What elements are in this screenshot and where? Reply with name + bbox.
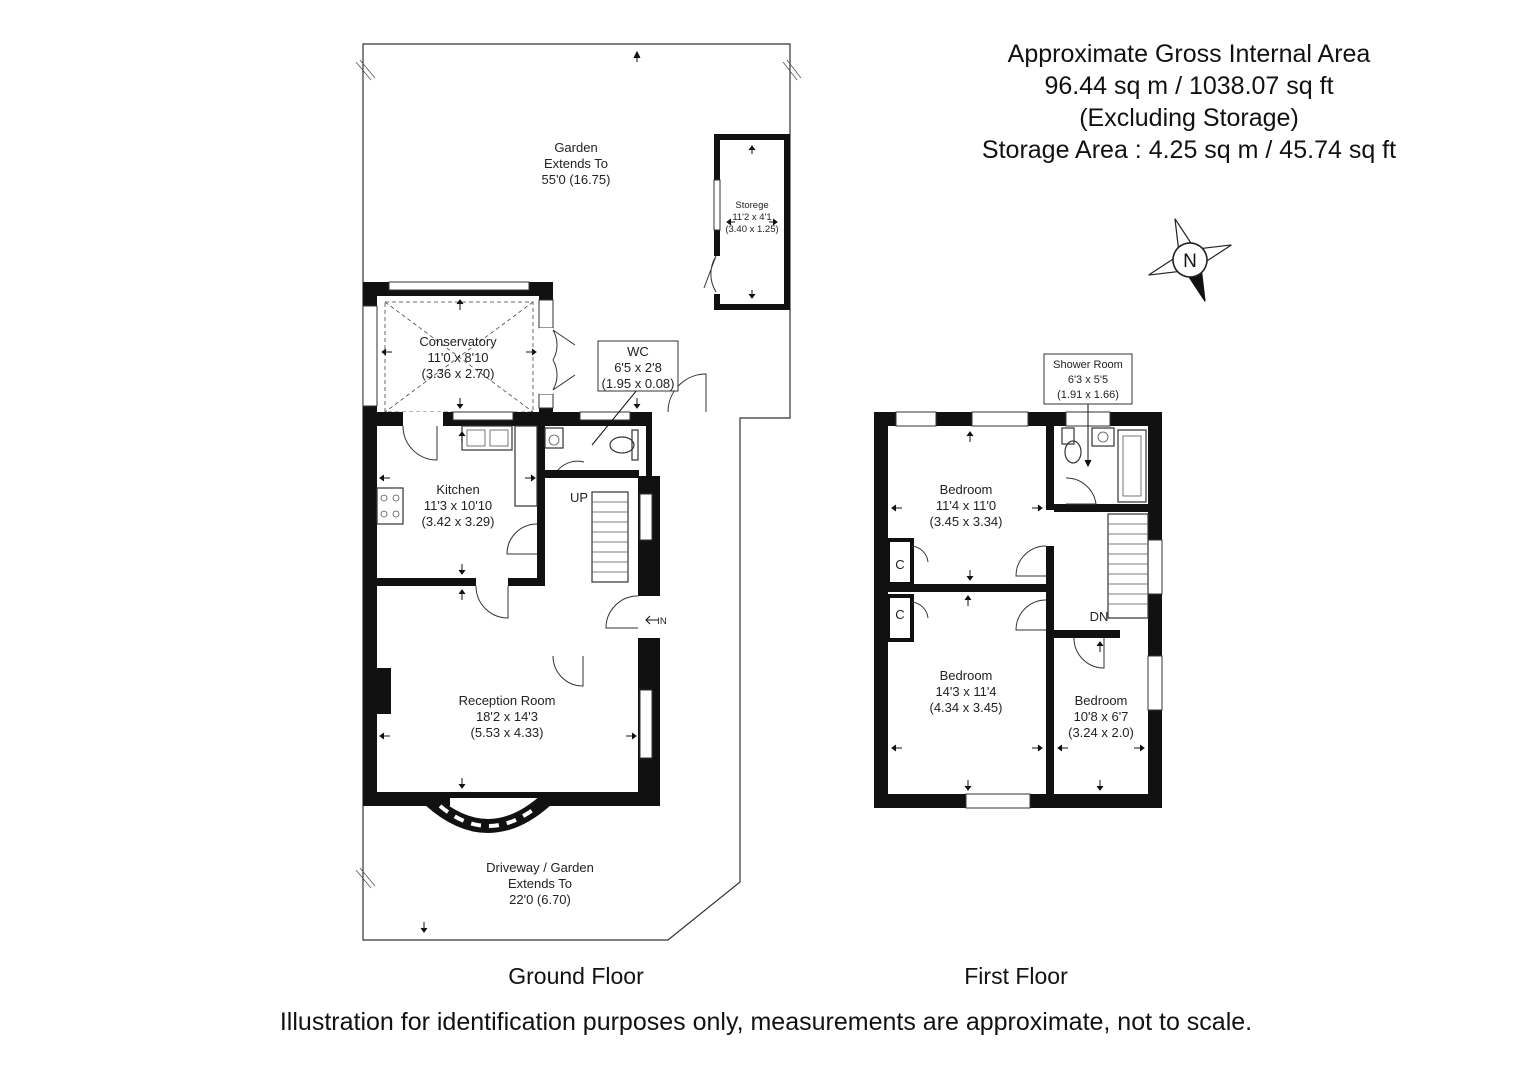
garden-name: Garden	[554, 140, 597, 155]
kitchen-dims-ft: 11'3 x 10'10	[424, 498, 492, 513]
conservatory-dims-m: (3.36 x 2.70)	[422, 366, 495, 381]
bedroom-3-name: Bedroom	[1075, 693, 1128, 708]
shower-room-dims-ft: 6'3 x 5'5	[1068, 374, 1108, 386]
house-walls	[363, 373, 707, 806]
compass-icon: N	[1148, 218, 1232, 302]
shower-room-dims-m: (1.91 x 1.66)	[1057, 389, 1119, 401]
reception-dims-ft: 18'2 x 14'3	[476, 709, 538, 724]
area-exclusion-note: (Excluding Storage)	[1079, 104, 1299, 132]
bedroom-3-dims-m: (3.24 x 2.0)	[1068, 725, 1134, 740]
bedroom-1-dims-ft: 11'4 x 11'0	[936, 498, 996, 513]
wc-dims-m: (1.95 x 0.08)	[602, 376, 675, 391]
driveway-dims: 22'0 (6.70)	[509, 892, 571, 907]
storage-dims-ft: 11'2 x 4'1	[732, 212, 771, 223]
bedroom-1-name: Bedroom	[940, 482, 993, 497]
garden-dims: 55'0 (16.75)	[542, 172, 611, 187]
reception-name: Reception Room	[459, 693, 556, 708]
kitchen-dims-m: (3.42 x 3.29)	[422, 514, 495, 529]
garden-extends-label: Extends To	[544, 156, 608, 171]
kitchen-fittings	[376, 425, 538, 525]
first-floor-labels: Shower Room 6'3 x 5'5 (1.91 x 1.66) Bedr…	[895, 359, 1134, 740]
conservatory-dims-ft: 11'0 x 8'10	[427, 350, 488, 365]
first-floor-plan	[874, 353, 1163, 809]
wc-callout-box	[597, 340, 679, 392]
ground-floor-labels: Garden Extends To 55'0 (16.75) Storege 1…	[419, 140, 778, 907]
ground-floor-title: Ground Floor	[508, 963, 644, 989]
storage-area: Storage Area : 4.25 sq m / 45.74 sq ft	[982, 136, 1396, 164]
ground-floor-stairs	[591, 491, 629, 583]
entrance-arrow-icon	[645, 615, 658, 625]
bedroom-2-dims-m: (4.34 x 3.45)	[930, 700, 1003, 715]
driveway-name: Driveway / Garden	[486, 860, 594, 875]
disclaimer: Illustration for identification purposes…	[280, 1008, 1252, 1036]
bedroom-1-dims-m: (3.45 x 3.34)	[930, 514, 1003, 529]
cupboard-label: C	[895, 557, 904, 572]
site-boundary	[362, 43, 791, 941]
compass-north-label: N	[1183, 251, 1197, 272]
bay-window	[425, 794, 551, 833]
ground-dimension-arrows	[379, 50, 778, 933]
kitchen-name: Kitchen	[436, 482, 479, 497]
area-info: Approximate Gross Internal Area 96.44 sq…	[982, 40, 1396, 164]
driveway-extends-label: Extends To	[508, 876, 572, 891]
boundary-break-marks	[355, 59, 802, 889]
wc-dims-ft: 6'5 x 2'8	[614, 360, 662, 375]
reception-dims-m: (5.53 x 4.33)	[471, 725, 544, 740]
first-floor-title: First Floor	[964, 963, 1068, 989]
interior-doors	[475, 523, 584, 687]
stairs-down-label: DN	[1090, 609, 1109, 624]
storage-dims-m: (3.40 x 1.25)	[725, 224, 778, 235]
bedroom-2-name: Bedroom	[940, 668, 993, 683]
stairs-up-label: UP	[570, 490, 588, 505]
ground-floor-plan	[355, 43, 802, 941]
area-heading: Approximate Gross Internal Area	[1008, 40, 1371, 68]
bedroom-3-dims-ft: 10'8 x 6'7	[1074, 709, 1129, 724]
conservatory-name: Conservatory	[419, 334, 497, 349]
cupboard-label: C	[895, 607, 904, 622]
storage-name: Storege	[735, 200, 768, 211]
bedroom-2-dims-ft: 14'3 x 11'4	[935, 684, 996, 699]
area-total: 96.44 sq m / 1038.07 sq ft	[1044, 72, 1333, 100]
wc-fittings	[544, 427, 639, 471]
wc-callout-leader	[591, 389, 638, 446]
wc-name: WC	[627, 344, 649, 359]
entrance-label: IN	[657, 616, 667, 627]
shower-room-name: Shower Room	[1053, 359, 1123, 371]
